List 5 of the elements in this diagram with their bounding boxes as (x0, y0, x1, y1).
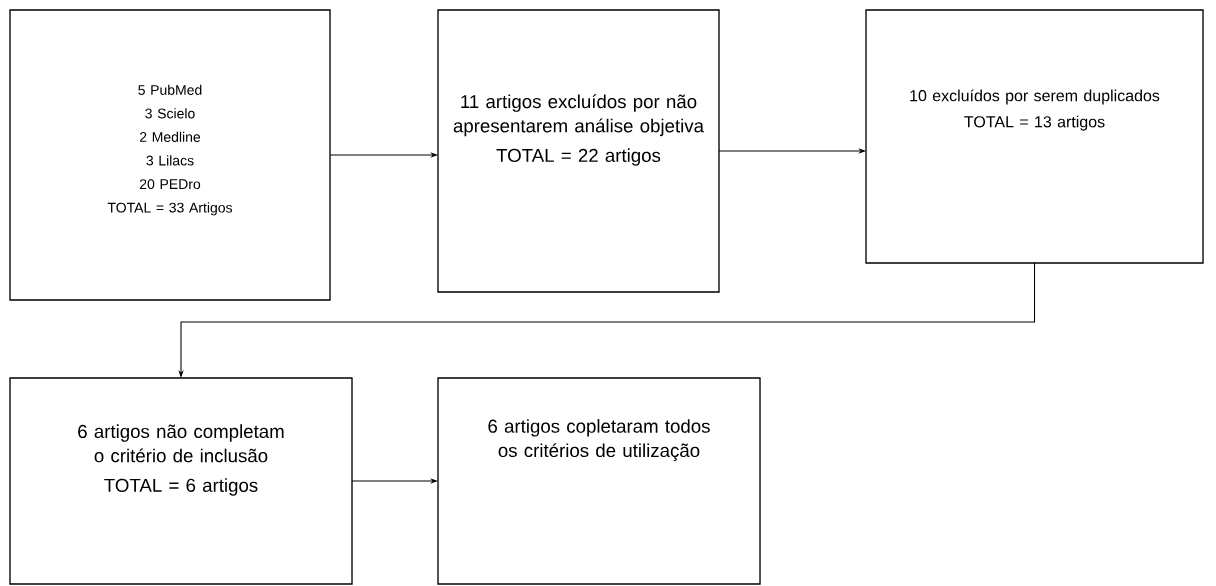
process-box: 10 excluídos por serem duplicados TOTAL = 13 artigos (865, 9, 1204, 264)
process-box: 6 artigos não completam o critério de inclusão TOTAL = 6 artigos (9, 377, 353, 585)
process-box: 11 artigos excluídos por não apresentarem análise objetiva TOTAL = 22 artigos (437, 9, 720, 293)
process-box: 5 PubMed 3 Scielo 2 Medline 3 Lilacs 20 PEDro TOTAL = 33 Artigos (9, 9, 331, 301)
process-box: 6 artigos copletaram todos os critérios de utilização (437, 377, 761, 585)
